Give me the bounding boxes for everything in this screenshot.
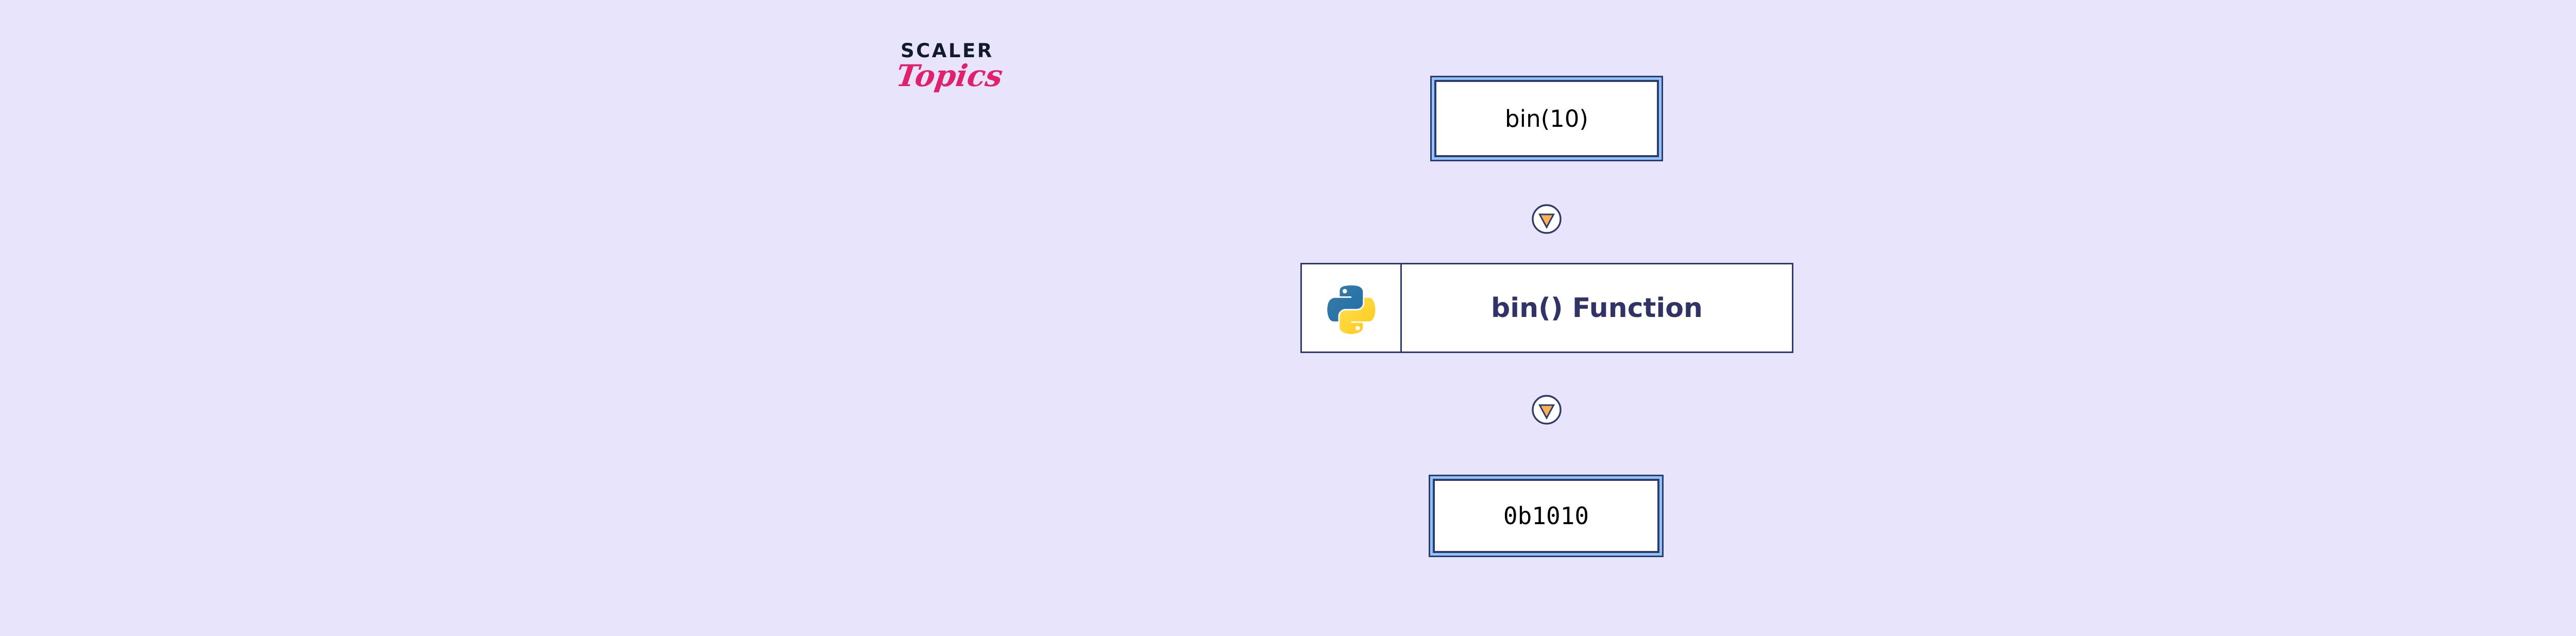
output-value-text: 0b1010	[1503, 502, 1589, 530]
triangle-down-icon	[1532, 395, 1562, 425]
output-value-box: 0b1010	[1429, 475, 1664, 557]
python-logo-icon	[1327, 285, 1375, 334]
function-label-text: bin() Function	[1491, 292, 1703, 324]
triangle-down-icon	[1532, 204, 1562, 234]
function-logo-cell	[1302, 264, 1402, 352]
input-expression-box: bin(10)	[1430, 76, 1663, 161]
input-expression-text: bin(10)	[1505, 105, 1588, 132]
scaler-topics-logo: SCALER Topics	[894, 40, 1051, 124]
input-expression-inner: bin(10)	[1434, 80, 1659, 157]
flow-arrow-down-1	[1532, 204, 1562, 234]
logo-wordmark-topics: Topics	[894, 58, 1005, 93]
function-box: bin() Function	[1300, 263, 1793, 353]
logo-wordmark-scaler: SCALER	[901, 40, 994, 62]
flow-arrow-down-2	[1532, 395, 1562, 425]
output-value-inner: 0b1010	[1433, 479, 1659, 553]
function-label-cell: bin() Function	[1402, 264, 1792, 352]
